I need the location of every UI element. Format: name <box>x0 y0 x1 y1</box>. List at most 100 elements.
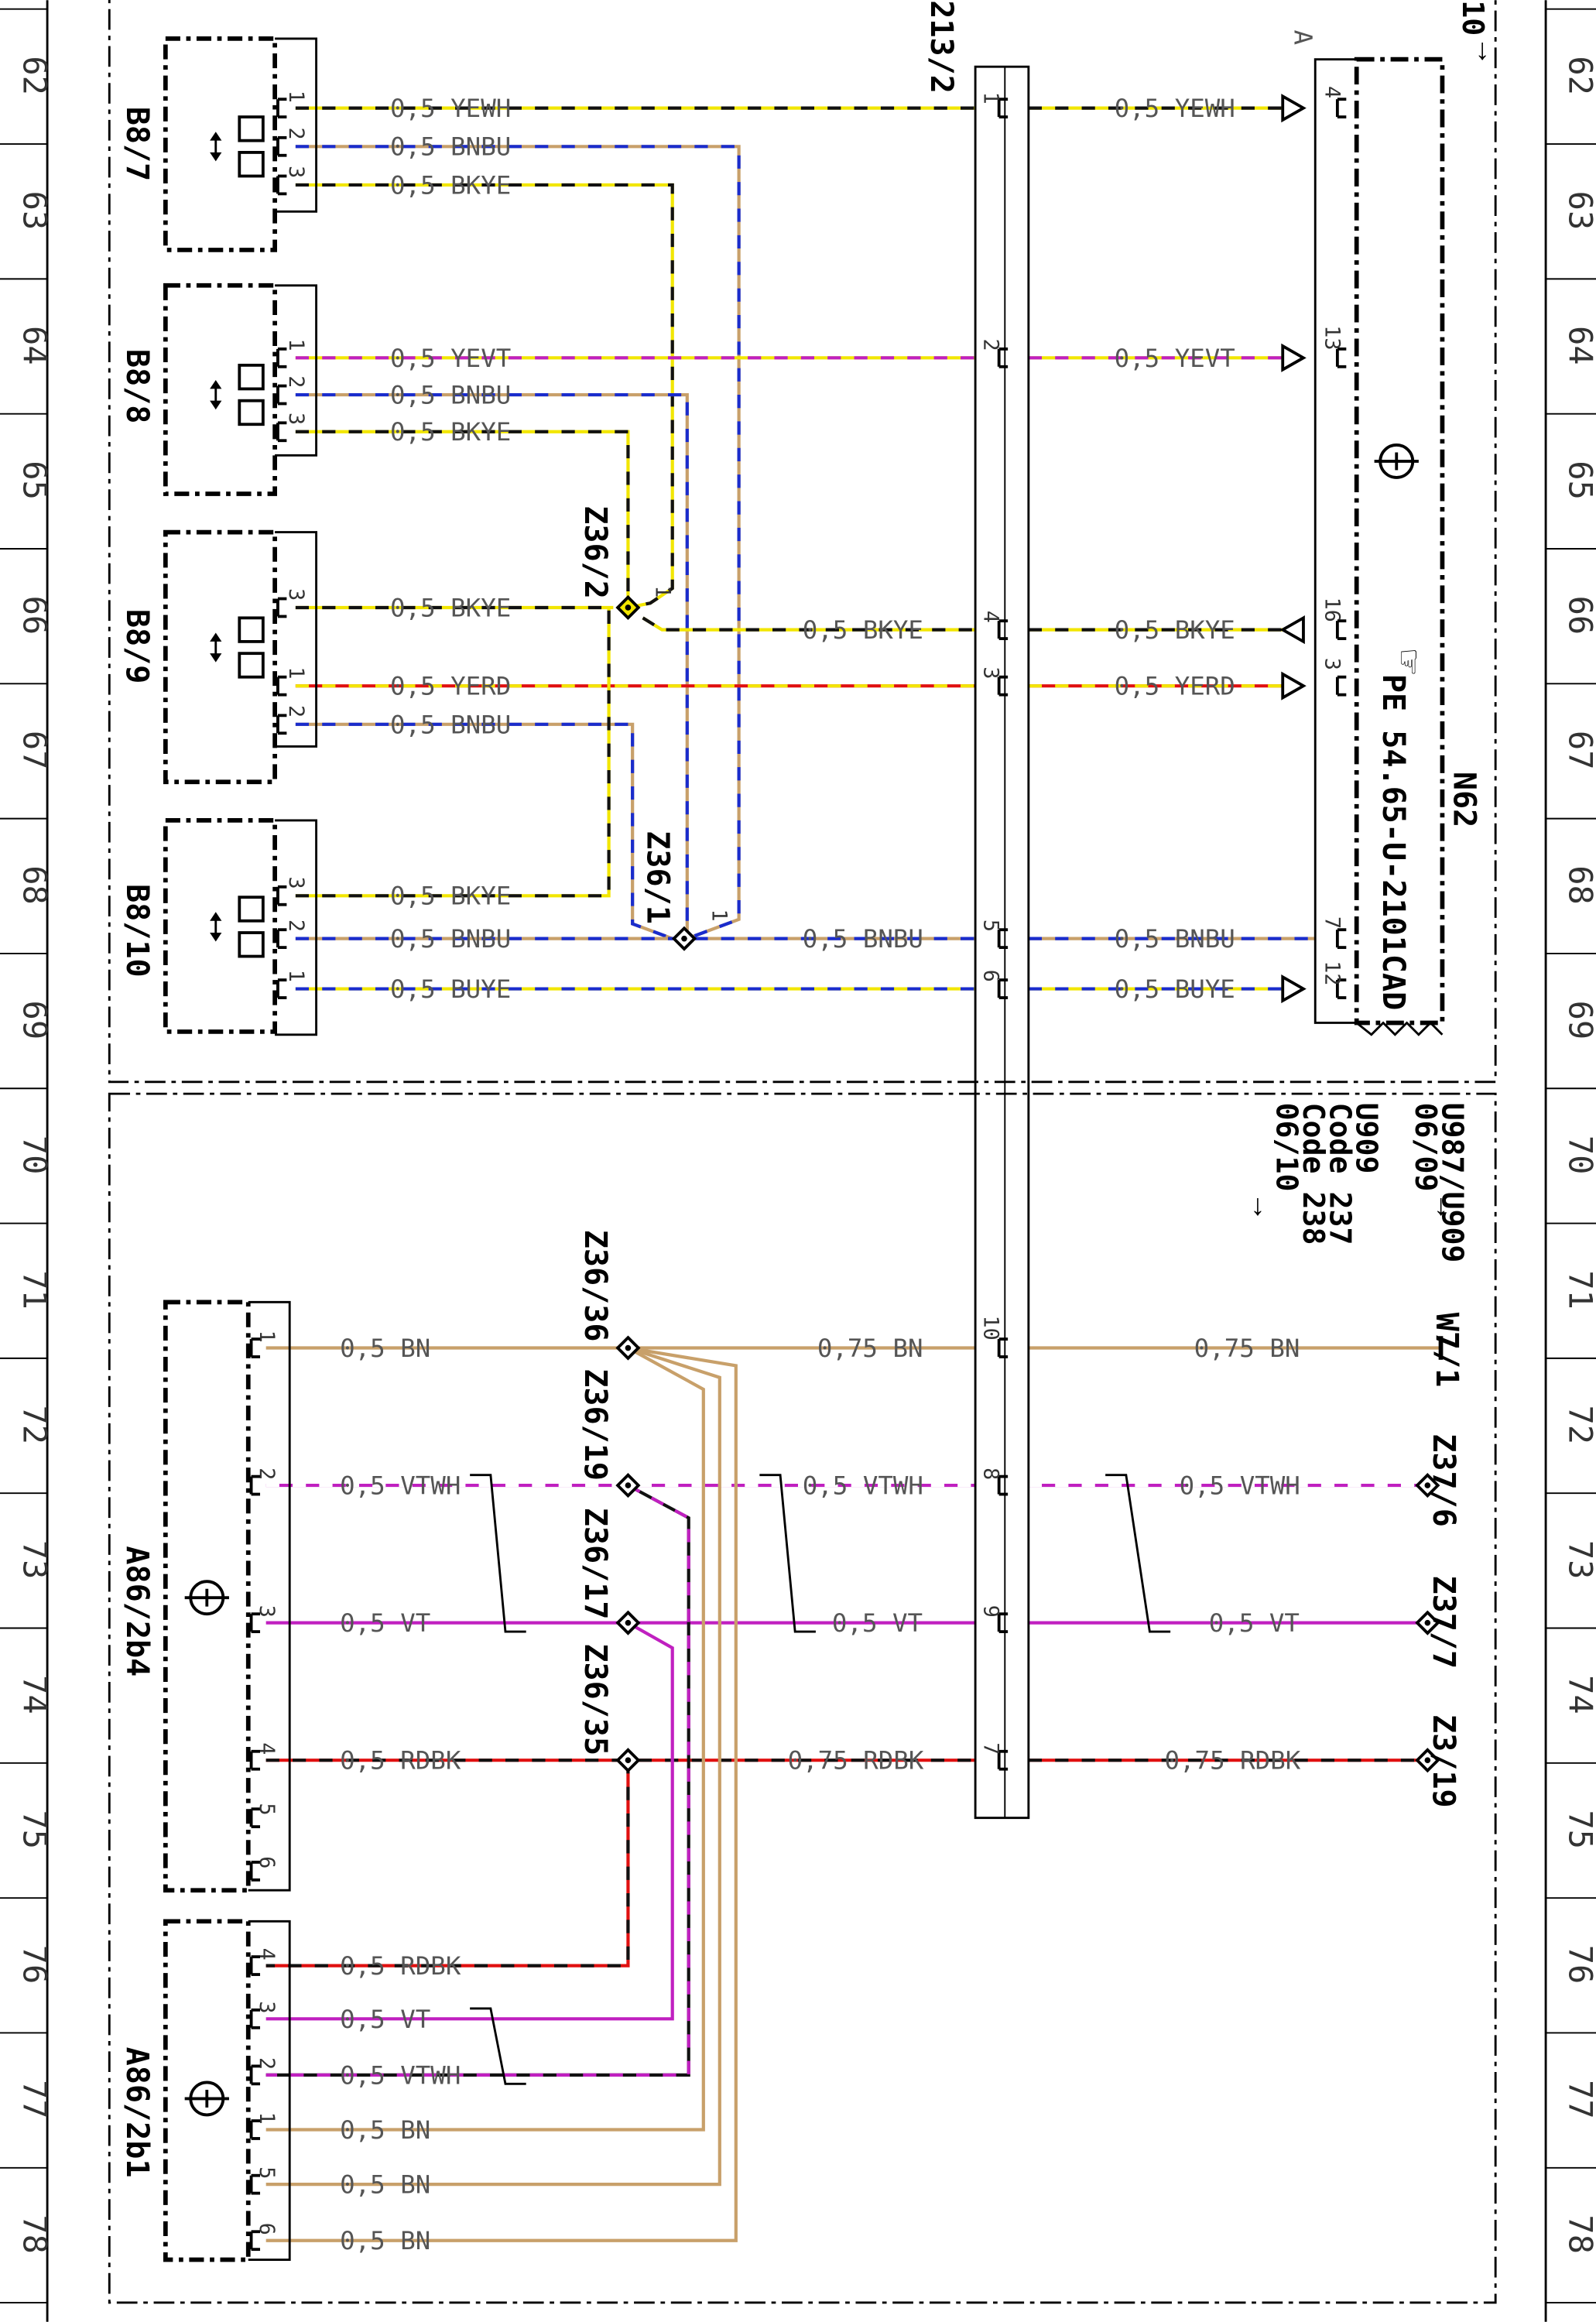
grid-number: 73 <box>1562 1540 1596 1580</box>
wire-label: 0,5 BKYE <box>390 417 511 447</box>
pin-number: 5 <box>255 2166 279 2179</box>
connector-arrow-icon <box>1279 615 1305 645</box>
grid-number: 66 <box>1562 596 1596 635</box>
grid-number: 62 <box>16 56 54 95</box>
grid-number: 72 <box>16 1406 54 1445</box>
sensor-element-icon <box>238 616 265 643</box>
grid-number: 75 <box>16 1810 54 1849</box>
arrow-down-icon: ↓ <box>1433 1190 1448 1222</box>
grid-number: 78 <box>16 2214 54 2254</box>
wire-label: 0,5 BN <box>340 1334 430 1363</box>
grid-number: 63 <box>1562 191 1596 231</box>
pin-number: 10 <box>979 1316 1003 1341</box>
label-b8-8: B8/8 <box>119 349 155 424</box>
label-w7-1: W7/1 <box>1429 1313 1464 1388</box>
pin-number: 1 <box>979 92 1003 104</box>
label-z36-35: Z36/35 <box>577 1643 613 1755</box>
pin-number: 3 <box>979 666 1003 679</box>
sensor-b8-7 <box>163 36 318 252</box>
pin-number: 4 <box>979 611 1003 623</box>
grid-number: 78 <box>1562 2214 1596 2254</box>
pin-number: 1 <box>255 2112 279 2125</box>
note-code-line: Code 237 <box>1322 1103 1356 1245</box>
grid-number: 71 <box>1562 1270 1596 1310</box>
pin-number: 12 <box>1320 961 1344 985</box>
wire-label: 0,5 BN <box>340 2115 430 2145</box>
label-z36-1: Z36/1 <box>639 831 675 924</box>
pin-number: 3 <box>255 2001 279 2013</box>
grid-number: 70 <box>16 1135 54 1175</box>
grid-number: 76 <box>1562 1945 1596 1985</box>
pin-number: 2 <box>284 375 308 388</box>
grid-number: 62 <box>1562 56 1596 95</box>
grid-number: 63 <box>16 191 54 231</box>
note-code-line: 06/09 <box>1408 1103 1442 1192</box>
label-a86-2b1: A86/2b1 <box>119 2047 155 2178</box>
wire-label: 0,5 RDBK <box>340 1746 461 1776</box>
pin-number: 5 <box>979 920 1003 932</box>
wire-label: 0,5 BKYE <box>390 882 511 911</box>
grid-number: 65 <box>16 461 54 500</box>
grid-number: 69 <box>1562 1001 1596 1040</box>
grid-number: 67 <box>16 731 54 770</box>
pin-number: 1 <box>284 91 308 103</box>
label-213-2: 213/2 <box>923 0 959 94</box>
grid-number: 72 <box>1562 1406 1596 1445</box>
grid-number: 74 <box>1562 1675 1596 1714</box>
sensor-element-icon <box>238 896 265 923</box>
wire-label: 0,5 VT <box>1209 1608 1300 1638</box>
pin-number: 2 <box>284 920 308 932</box>
wire-label: 0,75 RDBK <box>1164 1746 1300 1776</box>
wire-label: 0,5 YERD <box>390 672 511 701</box>
pin-number: 1 <box>284 338 308 351</box>
wire-label: 0,5 VTWH <box>803 1471 923 1501</box>
connector-arrow-icon <box>1281 974 1307 1004</box>
label-connector-a: A <box>1289 29 1318 45</box>
pin-number: 1 <box>284 666 308 679</box>
control-unit-a86-2b1 <box>163 1919 291 2262</box>
grid-number: 74 <box>16 1675 54 1714</box>
label-z36-17: Z36/17 <box>577 1508 613 1620</box>
grid-number: 73 <box>16 1540 54 1580</box>
wire-label: 0,5 BNBU <box>803 924 923 954</box>
pin-number: 6 <box>979 970 1003 982</box>
grid-number: 75 <box>1562 1810 1596 1849</box>
wire-label: 0,5 YEVT <box>390 344 511 373</box>
pin-number: 13 <box>1320 325 1344 350</box>
pin-number: 1 <box>255 1331 279 1343</box>
pin-number: 1 <box>651 585 675 598</box>
connector-arrow-icon <box>1281 94 1307 123</box>
wire-label: 0,5 VTWH <box>1180 1471 1300 1501</box>
wire-label: 0,5 YEWH <box>1115 94 1235 123</box>
pin-number: 3 <box>284 413 308 425</box>
label-z36-19: Z36/19 <box>577 1368 613 1481</box>
sensor-b8-10 <box>163 818 318 1036</box>
grid-number: 64 <box>1562 326 1596 365</box>
wire-label: 0,75 BN <box>817 1334 923 1363</box>
pin-number: 2 <box>284 127 308 139</box>
pin-number: 1 <box>707 909 731 921</box>
connector-213-2 <box>974 65 1030 1820</box>
sensor-element-icon <box>238 363 265 391</box>
pin-number: 4 <box>255 1948 279 1961</box>
wire-label: 0,5 BN <box>340 2170 430 2200</box>
note-code-line: Code 238 <box>1296 1103 1330 1245</box>
label-z3-19: Z3/19 <box>1426 1714 1461 1808</box>
label-z37-6: Z37/6 <box>1426 1433 1461 1527</box>
pin-number: 3 <box>284 876 308 889</box>
grid-number: 77 <box>16 2080 54 2119</box>
grid-number: 66 <box>16 596 54 635</box>
pin-number: 4 <box>255 1742 279 1755</box>
note-top-right: 10 <box>1455 0 1489 36</box>
pin-number: 2 <box>255 2057 279 2070</box>
page-frame <box>46 0 1547 2322</box>
pin-number: 9 <box>979 1605 1003 1618</box>
wire-label: 0,5 VT <box>832 1608 923 1638</box>
label-b8-10: B8/10 <box>119 884 155 978</box>
wire-label: 0,5 VT <box>340 2005 430 2034</box>
grid-number: 67 <box>1562 731 1596 770</box>
